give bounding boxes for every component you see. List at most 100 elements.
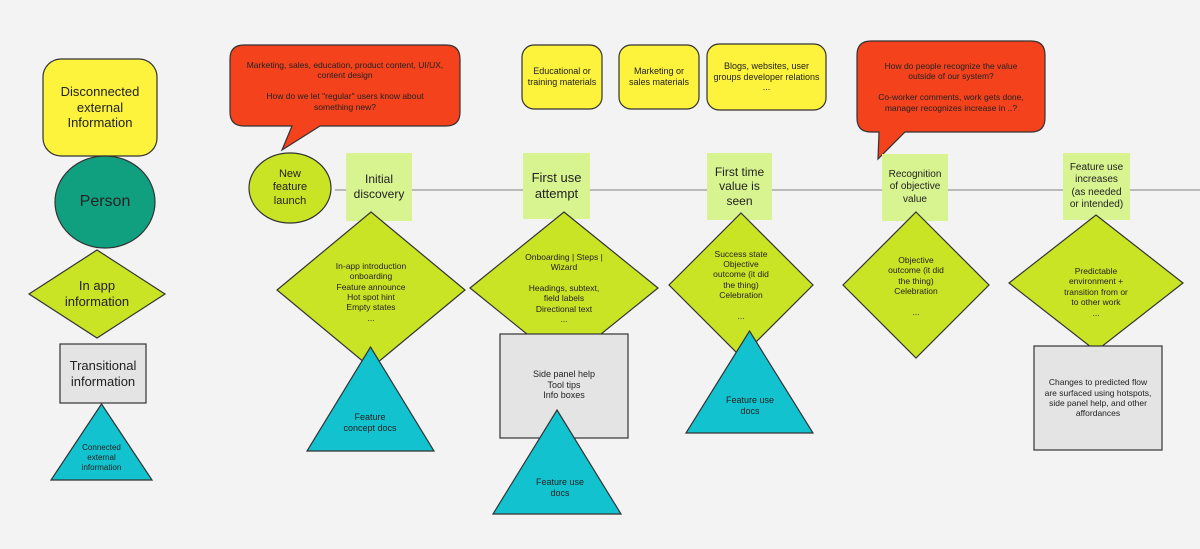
callout-left-text-line: something new?: [314, 101, 376, 112]
callout-left-bubble: [229, 44, 461, 152]
external-note-2: [618, 44, 700, 110]
external-note-1-label-line: Educational or: [533, 66, 591, 77]
diamond-initial-discovery-label-line: onboarding: [349, 271, 393, 282]
callout-right-text-line: [950, 82, 952, 92]
diamond-first-use-label-line: Headings, subtext,: [528, 282, 600, 293]
stage-sticky-2-label-line: First use: [531, 170, 582, 186]
callout-left-text-line: Marketing, sales, education, product con…: [246, 60, 444, 71]
panel-side-help-label-line: Side panel help: [532, 368, 596, 379]
diamond-first-use-label-line: field labels: [543, 293, 585, 304]
diamond-first-use-label-line: Wizard: [550, 262, 578, 273]
stage-sticky-2-label-line: attempt: [534, 186, 579, 201]
diamond-objective-value: [842, 211, 990, 359]
stage-sticky-5-label-line: (as needed: [1071, 186, 1122, 198]
triangle-feature-concept-docs-label-line: Feature: [354, 412, 386, 423]
launch-label-line: New: [278, 167, 301, 180]
legend-disconnected-label-line: external: [76, 99, 124, 115]
legend-disconnected-label-line: Disconnected: [60, 83, 140, 99]
diamond-first-value-label-line: the thing): [723, 279, 759, 290]
diamond-objective-value-label-line: outcome (it did: [888, 265, 944, 276]
triangle-feature-use-docs-1-label-line: docs: [550, 488, 570, 498]
stage-sticky-3-label-line: value is: [719, 179, 760, 194]
diamond-use-increases-label-line: Predictable: [1074, 266, 1118, 277]
callout-right-text-line: manager recognizes increase in ..?: [884, 102, 1018, 113]
callout-right-bubble: [856, 40, 1046, 161]
launch-label-line: feature: [272, 181, 308, 194]
stage-sticky-4: [882, 154, 948, 221]
triangle-feature-use-docs-1: [491, 408, 623, 515]
diamond-objective-value-label-line: [915, 296, 917, 306]
legend-in-app-label-line: information: [64, 294, 130, 309]
stage-sticky-1-label-line: discovery: [353, 187, 405, 201]
triangle-feature-concept-docs-label-line: concept docs: [343, 423, 397, 433]
stage-sticky-1-label-line: Initial: [364, 172, 393, 187]
triangle-feature-use-docs-2: [684, 329, 815, 434]
launch-label-line: launch: [273, 194, 307, 207]
diamond-first-value-label-line: Success state: [714, 248, 768, 259]
diamond-initial-discovery-label-line: Feature announce: [336, 281, 406, 292]
callout-right-text-line: How do people recognize the value: [884, 61, 1018, 72]
panel-predicted-flow-label-line: Changes to predicted flow: [1048, 377, 1148, 388]
callout-right-text-line: outside of our system?: [908, 71, 994, 82]
external-note-3-label-line: ...: [762, 82, 771, 93]
diamond-first-use-label-line: Onboarding | Steps |: [525, 251, 603, 262]
diamond-first-use-label-line: ...: [560, 313, 568, 324]
triangle-feature-use-docs-1-label-line: Feature use: [535, 477, 585, 488]
external-note-2-label-line: sales materials: [628, 77, 690, 87]
panel-predicted-flow-label-line: affordances: [1075, 408, 1121, 419]
diamond-use-increases-label-line: ...: [1092, 307, 1100, 318]
diamond-objective-value-label-line: Objective: [898, 254, 934, 265]
panel-predicted-flow: [1033, 345, 1163, 451]
legend-disconnected-label-line: Information: [67, 115, 133, 131]
legend-transitional-box: [59, 343, 147, 404]
diamond-initial-discovery-label-line: Empty states: [346, 302, 396, 313]
diamond-first-use-label-line: [563, 272, 565, 282]
stage-sticky-3-label-line: First time: [714, 164, 765, 179]
legend-person-circle: [54, 155, 156, 249]
legend-connected-label-line: external: [87, 453, 116, 463]
panel-side-help-label-line: Info boxes: [543, 390, 585, 401]
external-note-2-label-line: Marketing or: [633, 66, 685, 77]
diamond-first-value-label-line: outcome (it did: [713, 269, 769, 280]
legend-transitional-label-line: information: [70, 373, 136, 389]
callout-right-text-line: Co-worker comments, work gets done,: [878, 92, 1024, 103]
diamond-initial-discovery-label-line: ...: [367, 312, 375, 323]
stage-sticky-5-label-line: or intended): [1069, 198, 1124, 210]
callout-left-text: Marketing, sales, education, product con…: [232, 47, 458, 125]
legend-in-app-diamond: [27, 249, 167, 339]
legend-in-app-label-line: In app: [78, 278, 116, 294]
diamond-first-use-label: Onboarding | Steps |Wizard Headings, sub…: [499, 243, 629, 333]
stage-sticky-1: [346, 153, 412, 221]
external-note-1-label-line: training materials: [527, 77, 597, 87]
stage-sticky-4-label-line: Recognition: [888, 169, 942, 181]
panel-predicted-flow-label-line: are surfaced using hotspots,: [1044, 387, 1152, 398]
launch-circle: [248, 152, 332, 224]
diamond-objective-value-label-line: ...: [912, 306, 920, 317]
legend-person-label-line: Person: [79, 193, 131, 211]
diamond-objective-value-label-line: Celebration: [894, 286, 938, 296]
callout-left-text-line: content design: [317, 70, 373, 81]
diamond-initial-discovery-label-line: In-app introduction: [335, 260, 407, 271]
panel-predicted-flow-label-line: side panel help, and other: [1049, 398, 1147, 408]
legend-connected-label-line: Connected: [82, 443, 121, 453]
diamond-initial-discovery-label-line: Hot spot hint: [347, 292, 395, 302]
external-note-3: [706, 43, 827, 111]
